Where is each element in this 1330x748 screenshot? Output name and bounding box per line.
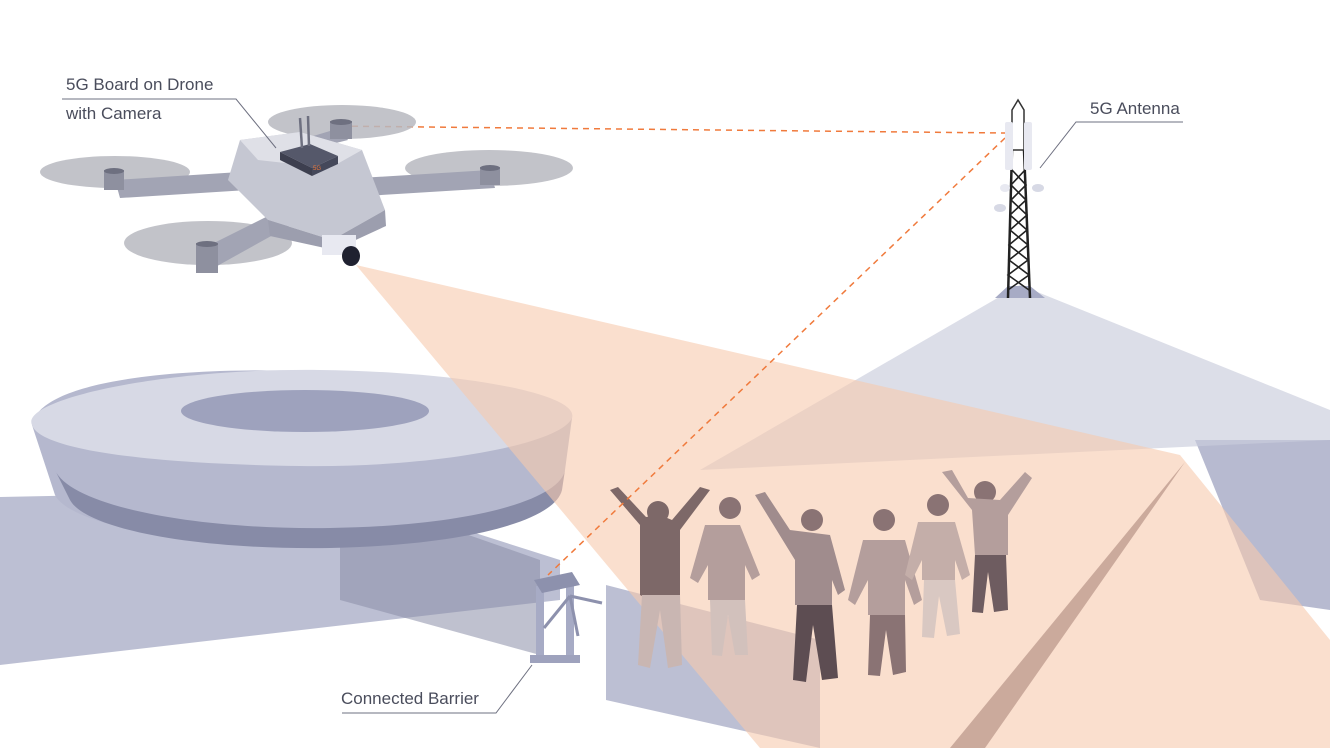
signal-link-drone-antenna <box>329 125 1006 134</box>
person-2 <box>690 497 760 656</box>
person-6 <box>942 470 1032 613</box>
antenna-tower-illustration <box>994 98 1045 299</box>
label-connected-barrier: Connected Barrier <box>341 689 479 708</box>
person-4 <box>848 509 922 676</box>
camera-field-of-view <box>356 265 1330 748</box>
label-5g-antenna: 5G Antenna <box>1090 99 1180 118</box>
callout-line-antenna <box>1039 121 1183 169</box>
turnstile-barrier-illustration <box>530 572 603 663</box>
person-5 <box>905 494 970 638</box>
callout-line-drone <box>62 98 277 149</box>
drone-illustration: 5G <box>40 105 573 273</box>
person-1 <box>610 487 710 668</box>
label-drone-line-2: with Camera <box>66 104 162 123</box>
crowd <box>610 470 1032 682</box>
drone-5g-badge: 5G <box>313 166 321 172</box>
label-drone-line-1: 5G Board on Drone <box>66 75 214 94</box>
label-5g-board-on-drone: 5G Board on Drone with Camera <box>66 70 213 128</box>
ground-shadow-right <box>1195 440 1330 610</box>
callout-line-barrier <box>342 664 533 714</box>
stadium <box>31 369 573 549</box>
person-3 <box>755 492 845 682</box>
